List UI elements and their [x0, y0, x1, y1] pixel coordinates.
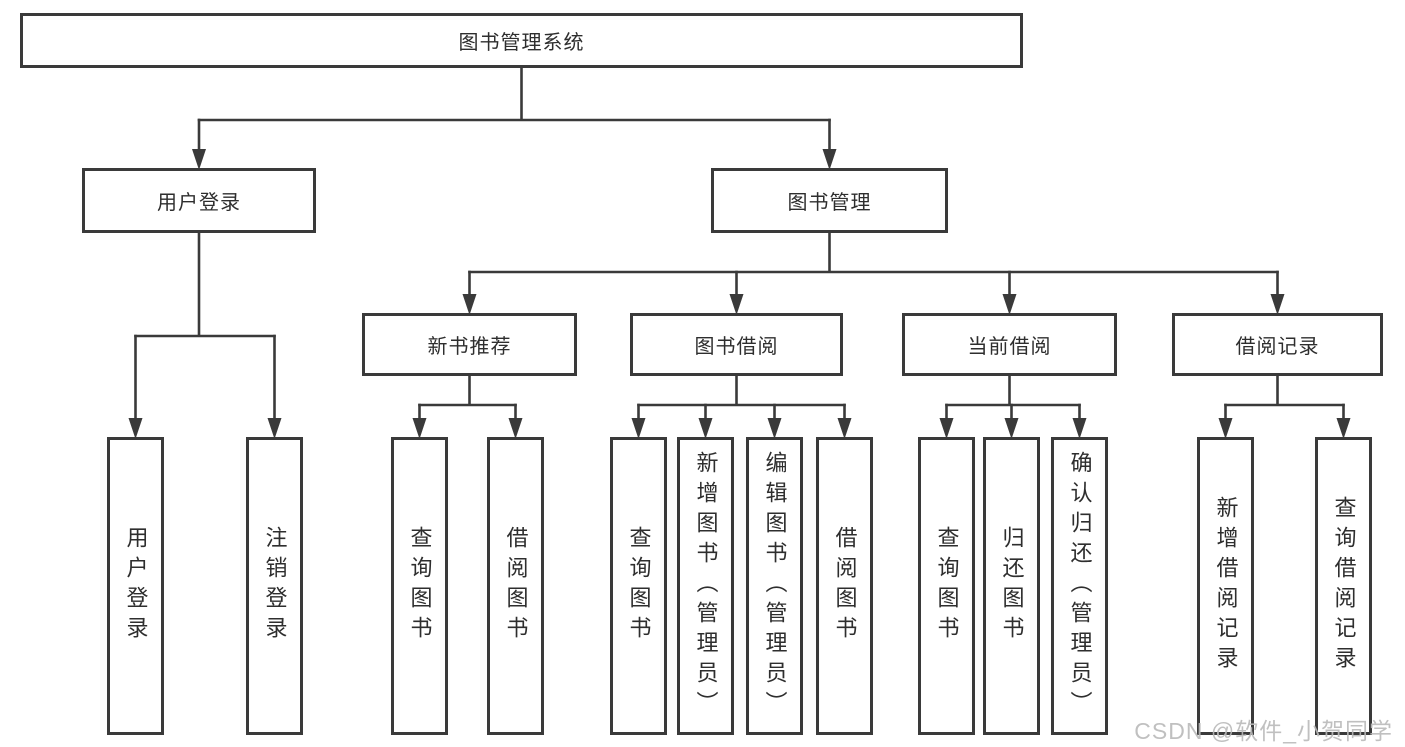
- leaf-cb-confirm-return-admin: 确认归还（管理员）: [1051, 437, 1108, 735]
- node-label: 图书借阅: [694, 336, 779, 358]
- leaf-bb-edit-books-admin: 编辑图书（管理员）: [746, 437, 803, 735]
- node-label: 新增图书（管理员）: [693, 451, 719, 721]
- node-label: 归还图书: [999, 526, 1025, 646]
- leaf-bb-borrow-books: 借阅图书: [816, 437, 873, 735]
- node-label: 借阅记录: [1235, 336, 1320, 358]
- node-book-borrowing: 图书借阅: [630, 313, 843, 376]
- leaf-cb-query-books: 查询图书: [918, 437, 975, 735]
- leaf-user-login: 用户登录: [107, 437, 164, 735]
- node-label: 当前借阅: [967, 336, 1052, 358]
- node-current-borrowing: 当前借阅: [902, 313, 1117, 376]
- node-label: 图书管理: [787, 192, 872, 214]
- node-label: 图书管理系统: [458, 32, 585, 54]
- leaf-nb-borrow-books: 借阅图书: [487, 437, 544, 735]
- node-label: 注销登录: [262, 526, 288, 646]
- leaf-cb-return-books: 归还图书: [983, 437, 1040, 735]
- node-label: 查询图书: [407, 526, 433, 646]
- node-label: 查询图书: [934, 526, 960, 646]
- node-label: 查询图书: [626, 526, 652, 646]
- node-label: 用户登录: [157, 192, 241, 214]
- node-label: 新增借阅记录: [1213, 496, 1239, 676]
- leaf-br-add-borrow-record: 新增借阅记录: [1197, 437, 1254, 735]
- leaf-bb-query-books: 查询图书: [610, 437, 667, 735]
- node-user-login: 用户登录: [82, 168, 316, 233]
- leaf-logout: 注销登录: [246, 437, 303, 735]
- node-label: 编辑图书（管理员）: [762, 451, 788, 721]
- node-label: 查询借阅记录: [1331, 496, 1357, 676]
- node-borrowing-records: 借阅记录: [1172, 313, 1383, 376]
- node-label: 确认归还（管理员）: [1067, 451, 1093, 721]
- watermark-text: CSDN @软件_小贺同学: [1134, 718, 1393, 744]
- node-label: 用户登录: [123, 526, 149, 646]
- node-library-system: 图书管理系统: [20, 13, 1023, 68]
- node-label: 借阅图书: [503, 526, 529, 646]
- node-label: 新书推荐: [427, 336, 512, 358]
- leaf-bb-add-books-admin: 新增图书（管理员）: [677, 437, 734, 735]
- node-book-management: 图书管理: [711, 168, 948, 233]
- leaf-nb-query-books: 查询图书: [391, 437, 448, 735]
- node-label: 借阅图书: [832, 526, 858, 646]
- node-new-book-recommend: 新书推荐: [362, 313, 577, 376]
- leaf-br-query-borrow-record: 查询借阅记录: [1315, 437, 1372, 735]
